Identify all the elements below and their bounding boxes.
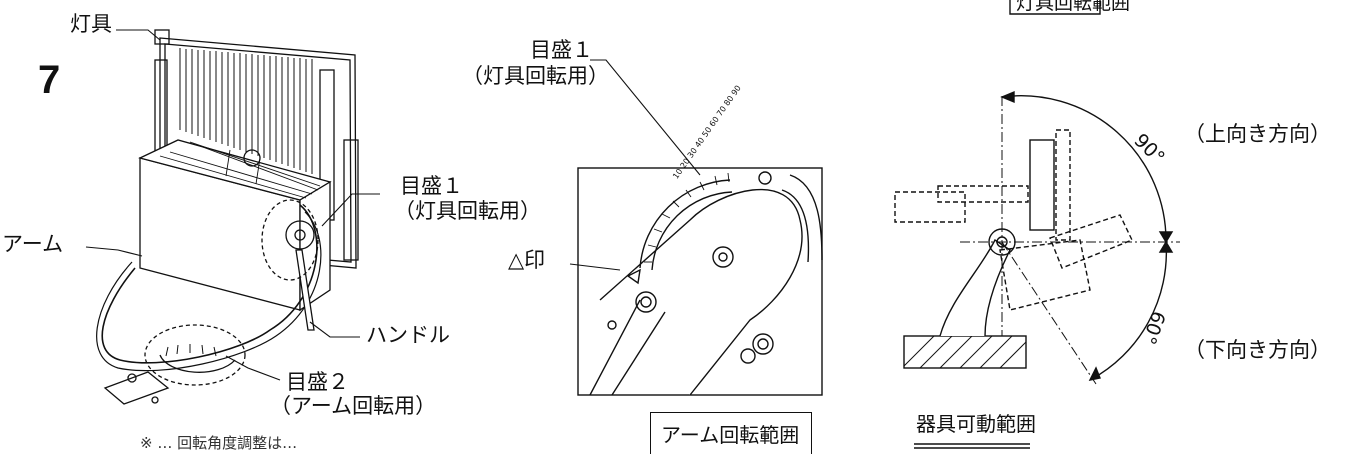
middle-leader-lines bbox=[569, 59, 701, 271]
handle-label: ハンドル bbox=[366, 323, 450, 347]
closeup-scale1-sublabel: （灯具回転用） bbox=[462, 64, 609, 88]
footnote-cut: ※ … 回転角度調整は… bbox=[140, 434, 298, 452]
arm-label: アーム bbox=[2, 232, 64, 256]
scale1-ticks bbox=[644, 172, 730, 263]
fixture-label: 灯具 bbox=[70, 12, 112, 36]
scale1-label: 目盛１ bbox=[400, 174, 463, 198]
fixture-range-caption-cut: 灯具回転範囲 bbox=[1016, 0, 1131, 14]
triangle-mark-label: △印 bbox=[508, 248, 546, 272]
scale2-label: 目盛２ bbox=[286, 370, 349, 394]
left-leader-lines bbox=[85, 29, 380, 381]
fixture-drawing bbox=[96, 29, 359, 405]
device-range-caption: 器具可動範囲 bbox=[916, 412, 1036, 436]
scale1-sublabel: （灯具回転用） bbox=[394, 199, 541, 223]
range-drawing bbox=[894, 90, 1180, 385]
closeup-scale1-label: 目盛１ bbox=[530, 38, 593, 62]
step-number: 7 bbox=[38, 58, 61, 102]
up-direction-label: （上向き方向） bbox=[1184, 122, 1331, 146]
down-direction-label: （下向き方向） bbox=[1184, 338, 1331, 362]
arm-range-caption: アーム回転範囲 bbox=[650, 412, 813, 454]
closeup-drawing bbox=[577, 167, 823, 396]
scale2-sublabel: （アーム回転用） bbox=[270, 394, 437, 418]
